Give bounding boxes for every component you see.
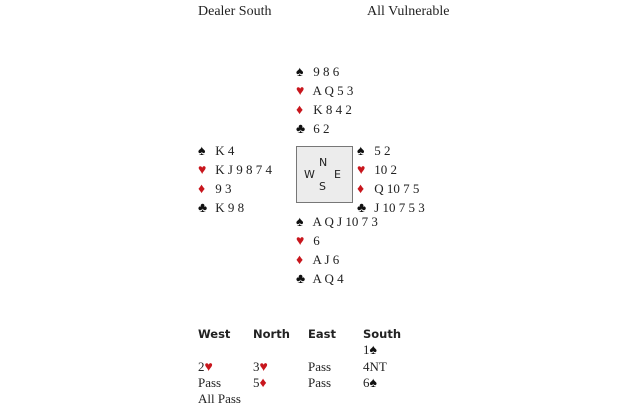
north-diamonds-holding: ♦ K 8 4 2 [296, 100, 353, 119]
east-diamonds-holding: ♦ Q 10 7 5 [357, 179, 425, 198]
diamond-suit-icon: ♦ [357, 182, 365, 197]
diamond-suit-icon: ♦ [296, 103, 304, 118]
club-suit-icon: ♣ [296, 122, 306, 137]
heart-suit-icon: ♥ [296, 84, 305, 99]
compass-box: N W E S [296, 146, 353, 203]
call-level: Pass [198, 375, 222, 390]
cards: K 9 8 [215, 200, 245, 215]
auction-header-north: North [253, 327, 290, 341]
call-level: 6 [363, 375, 370, 390]
cards: A J 6 [312, 252, 340, 267]
cards: A Q J 10 7 3 [312, 214, 378, 229]
cards: 6 2 [313, 121, 330, 136]
hand-south: ♠ A Q J 10 7 3♥ 6♦ A J 6♣ A Q 4 [296, 212, 378, 288]
hand-west: ♠ K 4♥ K J 9 8 7 4♦ 9 3♣ K 9 8 [198, 141, 272, 217]
north-hearts-holding: ♥ A Q 5 3 [296, 81, 353, 100]
auction-call: 1♠ [363, 342, 377, 359]
east-clubs-holding: ♣ J 10 7 5 3 [357, 198, 425, 217]
cards: K J 9 8 7 4 [215, 162, 272, 177]
auction-header-south: South [363, 327, 402, 341]
south-clubs-holding: ♣ A Q 4 [296, 269, 378, 288]
cards: A Q 5 3 [312, 83, 354, 98]
club-suit-icon: ♣ [198, 201, 208, 216]
diamond-suit-icon: ♦ [296, 253, 304, 268]
call-suit-icon: ♠ [369, 343, 377, 358]
auction-call: 6♠ [363, 375, 377, 392]
cards: K 8 4 2 [313, 102, 352, 117]
call-level: 4NT [363, 359, 387, 374]
auction-call: Pass [308, 359, 331, 375]
spade-suit-icon: ♠ [357, 144, 365, 159]
auction-call: 3♥ [253, 359, 268, 376]
north-spades-holding: ♠ 9 8 6 [296, 62, 353, 81]
club-suit-icon: ♣ [296, 272, 306, 287]
spade-suit-icon: ♠ [296, 215, 304, 230]
cards: 9 8 6 [313, 64, 340, 79]
spade-suit-icon: ♠ [296, 65, 304, 80]
south-diamonds-holding: ♦ A J 6 [296, 250, 378, 269]
heart-suit-icon: ♥ [198, 163, 207, 178]
call-level: 5 [253, 375, 260, 390]
compass-east: E [334, 168, 341, 181]
auction-call: 2♥ [198, 359, 213, 376]
dealer-label: Dealer South [198, 4, 272, 19]
west-spades-holding: ♠ K 4 [198, 141, 272, 160]
call-suit-icon: ♠ [369, 376, 377, 391]
cards: 6 [313, 233, 320, 248]
south-spades-holding: ♠ A Q J 10 7 3 [296, 212, 378, 231]
auction-header-west: West [198, 327, 231, 341]
cards: Q 10 7 5 [374, 181, 420, 196]
auction-call: 4NT [363, 359, 387, 375]
cards: 9 3 [215, 181, 232, 196]
auction-call: 5♦ [253, 375, 267, 392]
cards: 10 2 [374, 162, 397, 177]
club-suit-icon: ♣ [357, 201, 367, 216]
compass-south: S [319, 180, 326, 193]
north-clubs-holding: ♣ 6 2 [296, 119, 353, 138]
hand-north: ♠ 9 8 6♥ A Q 5 3♦ K 8 4 2♣ 6 2 [296, 62, 353, 138]
auction-header-east: East [308, 327, 336, 341]
cards: J 10 7 5 3 [374, 200, 425, 215]
cards: K 4 [215, 143, 235, 158]
compass-west: W [304, 168, 315, 181]
cards: A Q 4 [312, 271, 344, 286]
call-level: 3 [253, 359, 260, 374]
call-suit-icon: ♦ [259, 376, 267, 391]
diamond-suit-icon: ♦ [198, 182, 206, 197]
call-level: Pass [308, 375, 332, 390]
cards: 5 2 [374, 143, 391, 158]
east-spades-holding: ♠ 5 2 [357, 141, 425, 160]
call-suit-icon: ♥ [204, 360, 213, 375]
call-level: 2 [198, 359, 205, 374]
auction-call: Pass [198, 375, 221, 391]
spade-suit-icon: ♠ [198, 144, 206, 159]
south-hearts-holding: ♥ 6 [296, 231, 378, 250]
west-hearts-holding: ♥ K J 9 8 7 4 [198, 160, 272, 179]
compass-north: N [319, 156, 328, 169]
auction-call: All Pass [198, 391, 241, 407]
call-level: Pass [308, 359, 332, 374]
east-hearts-holding: ♥ 10 2 [357, 160, 425, 179]
call-level: All Pass [198, 391, 241, 406]
auction-call: Pass [308, 375, 331, 391]
call-suit-icon: ♥ [259, 360, 268, 375]
hand-east: ♠ 5 2♥ 10 2♦ Q 10 7 5♣ J 10 7 5 3 [357, 141, 425, 217]
heart-suit-icon: ♥ [296, 234, 305, 249]
vulnerability-label: All Vulnerable [367, 4, 450, 19]
heart-suit-icon: ♥ [357, 163, 366, 178]
west-diamonds-holding: ♦ 9 3 [198, 179, 272, 198]
call-level: 1 [363, 342, 370, 357]
west-clubs-holding: ♣ K 9 8 [198, 198, 272, 217]
